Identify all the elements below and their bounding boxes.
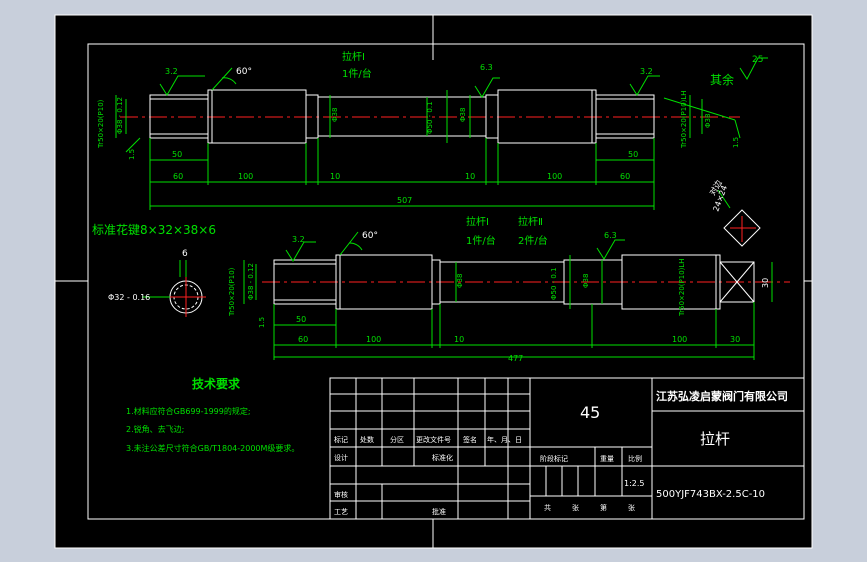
part1-qty: 1件/台 bbox=[342, 67, 372, 80]
part2-angle: 60° bbox=[362, 231, 378, 241]
tb-page: 第 bbox=[600, 503, 607, 512]
part2-dim-10: 10 bbox=[454, 335, 464, 344]
part2-dia-end: 30 bbox=[761, 278, 770, 288]
part2-dia-left: Φ38 - 0.12 bbox=[247, 263, 255, 300]
part1-dim-50-right: 50 bbox=[628, 150, 638, 159]
tb-ratio: 比例 bbox=[628, 454, 642, 463]
part1-dia-left: Φ38 - 0.12 bbox=[116, 97, 124, 134]
tb-approve: 批准 bbox=[432, 507, 446, 516]
part1-drawing: 拉杆Ⅰ 1件/台 60° 3.2 6.3 3.2 其余 25 Tr50×20(P… bbox=[97, 50, 768, 210]
part1-title: 拉杆Ⅰ bbox=[342, 50, 365, 63]
tb-count: 处数 bbox=[360, 435, 374, 444]
part2-dim-total: 477 bbox=[508, 354, 523, 363]
tech-req-1: 1.材料应符合GB699-1999的规定; bbox=[126, 406, 251, 416]
part2-dim-50: 50 bbox=[296, 315, 306, 324]
part1-dia-neck-right: Φ38 bbox=[459, 108, 467, 122]
part1-dim-10-right: 10 bbox=[465, 172, 475, 181]
part1-dim-lines bbox=[115, 57, 768, 210]
tb-process: 工艺 bbox=[334, 508, 348, 516]
part2-dim-100-left: 100 bbox=[366, 335, 381, 344]
part2-thread-left: Tr50×20(P10) bbox=[228, 267, 236, 317]
part1-angle: 60° bbox=[236, 67, 252, 77]
tb-zone: 分区 bbox=[390, 435, 404, 444]
technical-requirements: 技术要求 1.材料应符合GB699-1999的规定; 2.锐角、去飞边; 3.未… bbox=[126, 376, 299, 453]
part2-dim-60: 60 bbox=[298, 335, 308, 344]
tb-scale: 1:2.5 bbox=[624, 479, 645, 488]
part1-dia-center: Φ50 - 0.1 bbox=[426, 101, 434, 134]
part2-dia-center: Φ50 - 0.1 bbox=[550, 267, 558, 300]
part2-dim-100-right: 100 bbox=[672, 335, 687, 344]
title-block-grid bbox=[329, 377, 805, 520]
tech-req-2: 2.锐角、去飞边; bbox=[126, 424, 184, 434]
title-block: 标记 处数 分区 更改文件号 签名 年、月、日 设计 标准化 审核 工艺 批准 … bbox=[329, 377, 805, 520]
part1-dia-right: Φ38 bbox=[704, 114, 712, 128]
part2-dim-lines bbox=[142, 189, 773, 360]
part1-chamfer-left: 1.5 bbox=[128, 149, 136, 160]
part2-spline-dia: Φ32 - 0.16 bbox=[108, 293, 150, 302]
part2-dia-mid: Φ38 bbox=[456, 274, 464, 288]
part2-qty-2: 2件/台 bbox=[518, 234, 548, 247]
part1-dim-60-right: 60 bbox=[620, 172, 630, 181]
part1-outline bbox=[149, 89, 655, 144]
part1-dim-100-left: 100 bbox=[238, 172, 253, 181]
part2-title-2: 拉杆Ⅱ bbox=[518, 215, 543, 228]
tb-sheet2: 张 bbox=[628, 503, 635, 512]
tb-date: 年、月、日 bbox=[487, 435, 522, 444]
part2-qty-1: 1件/台 bbox=[466, 234, 496, 247]
tb-company: 江苏弘凌启蒙阀门有限公司 bbox=[656, 389, 788, 403]
part1-dim-100-right: 100 bbox=[547, 172, 562, 181]
part2-spline-label: 标准花键8×32×38×6 bbox=[92, 222, 216, 237]
tb-signature: 签名 bbox=[463, 435, 477, 444]
tb-material: 45 bbox=[580, 403, 600, 422]
tb-sheet: 张 bbox=[572, 503, 579, 512]
tb-drawing-no: 500YJF743BX-2.5C-10 bbox=[656, 489, 765, 500]
tb-design: 设计 bbox=[334, 453, 348, 462]
part1-other-label: 其余 bbox=[710, 72, 734, 87]
part1-thread-left: Tr50×20(P10) bbox=[97, 99, 105, 149]
part2-spline-width: 6 bbox=[182, 249, 188, 259]
part1-rough-right: 3.2 bbox=[640, 67, 653, 76]
part1-dim-50-left: 50 bbox=[172, 150, 182, 159]
part2-thread-right: Tr50×20(P10)LH bbox=[678, 258, 686, 317]
part2-dim-30: 30 bbox=[730, 335, 740, 344]
part1-dim-10-left: 10 bbox=[330, 172, 340, 181]
part1-rough-mid: 6.3 bbox=[480, 63, 493, 72]
tb-change-doc: 更改文件号 bbox=[416, 435, 451, 444]
part2-drawing: 标准花键8×32×38×6 拉杆Ⅰ 1件/台 拉杆Ⅱ 2件/台 60° 3.2 … bbox=[92, 178, 790, 363]
tb-standardization: 标准化 bbox=[432, 453, 453, 462]
tech-title: 技术要求 bbox=[192, 376, 241, 391]
part1-other-value: 25 bbox=[752, 55, 763, 65]
tb-part-name: 拉杆 bbox=[700, 430, 730, 448]
part1-dim-60-left: 60 bbox=[173, 172, 183, 181]
part2-outline bbox=[273, 254, 755, 310]
part1-dim-total: 507 bbox=[397, 196, 412, 205]
part1-dia-neck-left: Φ38 bbox=[331, 108, 339, 122]
tb-total: 共 bbox=[544, 503, 551, 512]
tb-mark: 标记 bbox=[334, 435, 348, 444]
part2-rough-right: 6.3 bbox=[604, 231, 617, 240]
tb-stage-mark: 阶段标记 bbox=[540, 454, 568, 463]
tb-weight: 重量 bbox=[600, 455, 614, 463]
square-section bbox=[723, 209, 761, 247]
part2-title-1: 拉杆Ⅰ bbox=[466, 215, 489, 228]
part2-chamfer: 1.5 bbox=[258, 317, 266, 328]
part2-rough-left: 3.2 bbox=[292, 235, 305, 244]
part1-chamfer-right: 1.5 bbox=[732, 137, 740, 148]
part1-thread-right: Tr50×20(P10)LH bbox=[680, 90, 688, 149]
tb-review: 审核 bbox=[334, 490, 348, 499]
part2-dia-neck: Φ38 bbox=[582, 274, 590, 288]
tech-req-3: 3.未注公差尺寸符合GB/T1804-2000M级要求。 bbox=[126, 443, 299, 453]
centering-marks bbox=[55, 15, 812, 548]
part1-rough-left: 3.2 bbox=[165, 67, 178, 76]
